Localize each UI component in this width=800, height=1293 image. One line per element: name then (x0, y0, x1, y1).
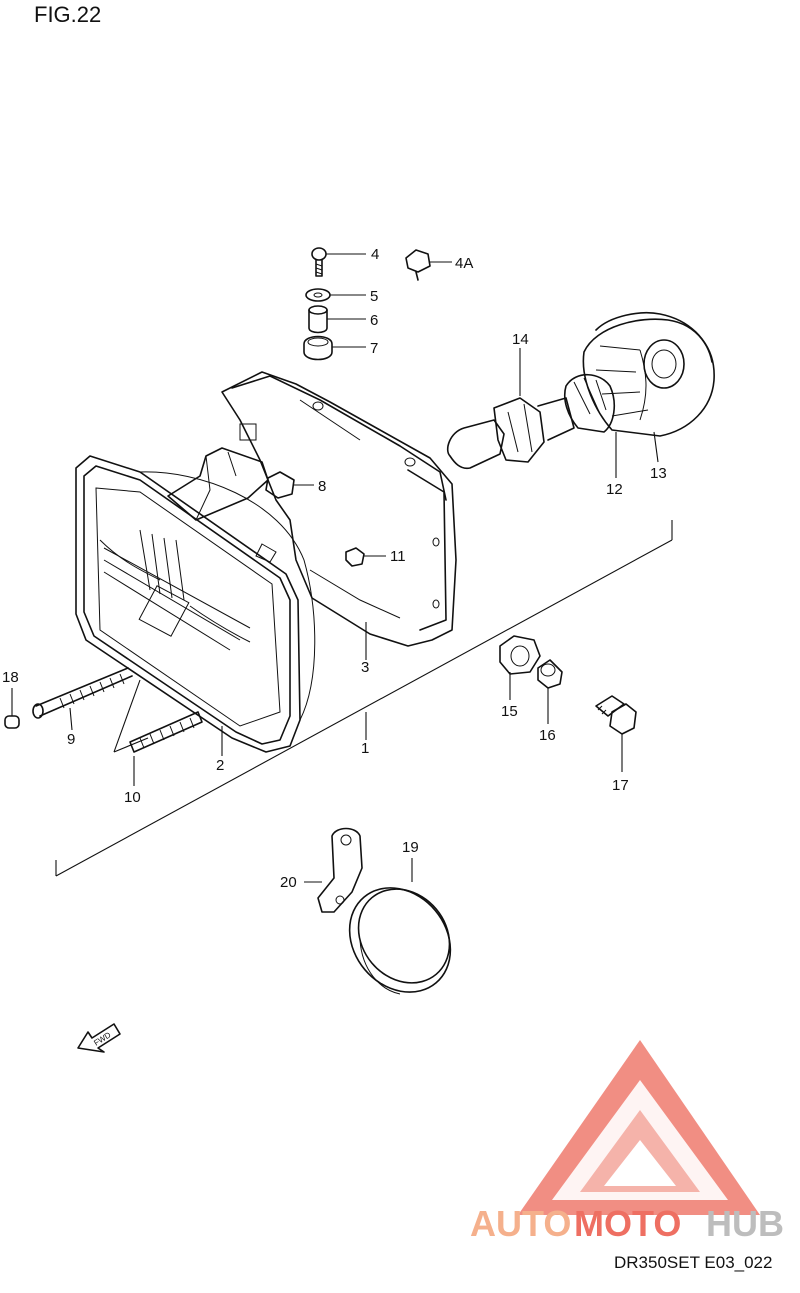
mount-bracket (167, 447, 269, 521)
watermark-hub: HUB (706, 1203, 784, 1244)
headlight-lens-unit (75, 455, 316, 753)
callout-14: 14 (512, 331, 529, 348)
collar (308, 305, 328, 334)
callout-11: 11 (390, 548, 406, 565)
callout-15: 15 (501, 703, 518, 720)
callout-5: 5 (370, 288, 378, 305)
washer (305, 288, 331, 302)
nut-8 (265, 471, 295, 499)
callout-6: 6 (370, 312, 378, 329)
leader-lines (11, 253, 659, 883)
mount-bolt (595, 695, 637, 735)
forward-arrow-icon: FWD (77, 1023, 121, 1053)
callout-12: 12 (606, 481, 623, 498)
callout-9: 9 (67, 731, 75, 748)
reflector-bracket (317, 827, 363, 913)
headlight-cover (582, 311, 715, 437)
nut-4a (405, 249, 431, 281)
assembly-bracket (55, 520, 673, 877)
watermark-auto: AUTO (470, 1203, 571, 1244)
callout-labels: 4 4A 5 6 7 8 11 14 12 13 3 1 2 9 10 18 1… (2, 246, 667, 891)
callout-13: 13 (650, 465, 667, 482)
adjusting-screw (32, 667, 133, 719)
screw-cap (4, 715, 20, 729)
spacer-collar (537, 659, 563, 689)
callout-19: 19 (402, 839, 419, 856)
callout-1: 1 (361, 740, 369, 757)
adjuster-nut (499, 635, 541, 675)
callout-18: 18 (2, 669, 19, 686)
callout-8: 8 (318, 478, 326, 495)
callout-4: 4 (371, 246, 379, 263)
callout-7: 7 (370, 340, 378, 357)
headlight-bulb (446, 397, 575, 470)
reflector (348, 887, 452, 995)
cushion (303, 335, 333, 361)
adjusting-spring (129, 711, 203, 753)
callout-17: 17 (612, 777, 629, 794)
callout-3: 3 (361, 659, 369, 676)
figure-code: DR350SET E03_022 (614, 1253, 772, 1272)
watermark-moto: MOTO (574, 1203, 681, 1244)
callout-20: 20 (280, 874, 297, 891)
callout-16: 16 (539, 727, 556, 744)
headlight-housing (221, 371, 457, 647)
watermark-logo: AUTO MOTO HUB (470, 1040, 784, 1244)
mount-screw (311, 247, 327, 277)
callout-2: 2 (216, 757, 224, 774)
callout-4a: 4A (455, 255, 473, 272)
figure-title: FIG.22 (34, 2, 101, 27)
callout-10: 10 (124, 789, 141, 806)
nut-11 (345, 547, 365, 567)
